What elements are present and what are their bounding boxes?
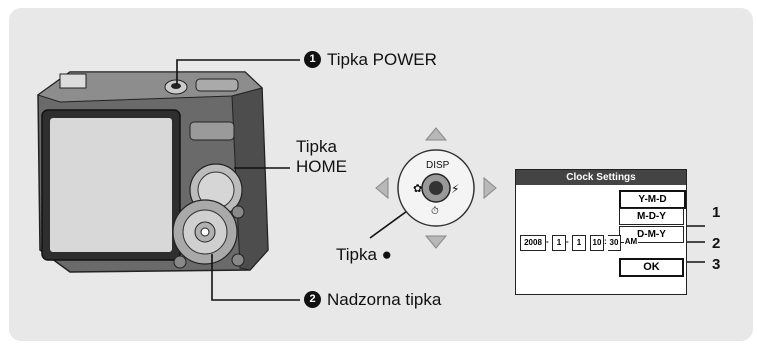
ok-button[interactable]: OK [619, 258, 684, 277]
callout-number: 1 [712, 204, 721, 221]
minute-field[interactable]: 30 [608, 235, 621, 251]
control-badge: 2 [304, 291, 321, 308]
month-field[interactable]: 1 [552, 235, 566, 251]
home-button-label-line1: Tipka [296, 137, 337, 156]
control-pad-diagram: ✿ ⚡ ⏱ [375, 127, 497, 249]
svg-text:⏱: ⏱ [431, 206, 439, 217]
date-format-option[interactable]: M-D-Y [619, 208, 684, 225]
camera-illustration [36, 71, 269, 273]
hour-field[interactable]: 10 [590, 235, 604, 251]
clock-settings-screen: Clock Settings Y-M-D M-D-Y D-M-Y 2008 - … [515, 169, 687, 295]
year-field[interactable]: 2008 [520, 235, 546, 251]
svg-text:✿: ✿ [413, 182, 422, 195]
home-button-label-line2: HOME [296, 157, 347, 176]
center-button-label: Tipka ● [336, 245, 392, 264]
power-button-label: Tipka POWER [327, 50, 437, 69]
control-button-label: Nadzorna tipka [327, 290, 442, 309]
power-badge: 1 [304, 51, 321, 68]
svg-text:⚡: ⚡ [451, 182, 459, 196]
callout-number: 3 [712, 256, 721, 273]
date-format-option[interactable]: Y-M-D [619, 190, 686, 209]
disp-label: DISP [426, 160, 450, 171]
day-field[interactable]: 1 [572, 235, 586, 251]
ampm-field[interactable]: AM [624, 235, 638, 249]
callout-number: 2 [712, 235, 721, 252]
screen-title: Clock Settings [516, 170, 686, 185]
